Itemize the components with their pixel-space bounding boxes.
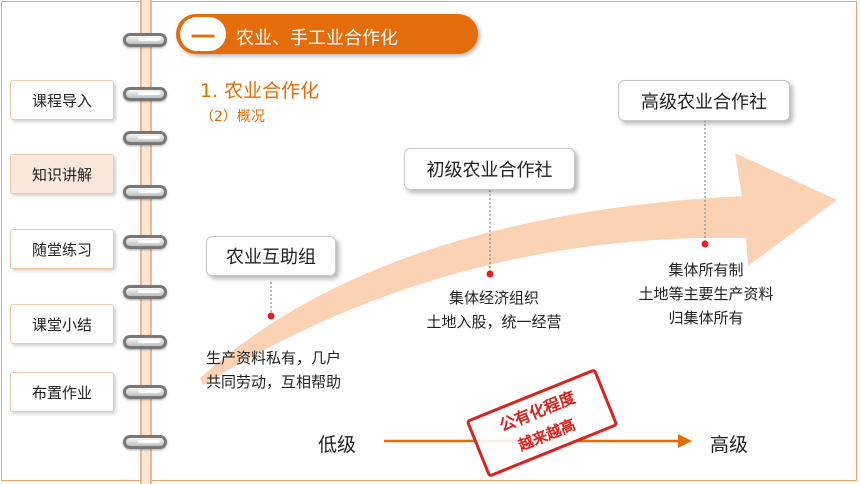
progress-axis-arrowhead [678, 434, 692, 448]
nav-tab-knowledge[interactable]: 知识讲解 [10, 154, 114, 194]
stage-description-primary-coop: 集体经济组织 土地入股，统一经营 [413, 286, 575, 334]
description-line: 归集体所有 [668, 309, 744, 327]
topic-heading: 1. 农业合作化 [200, 80, 320, 102]
binder-ring [123, 33, 167, 47]
nav-tab-homework[interactable]: 布置作业 [10, 372, 114, 412]
stage-point [486, 270, 494, 278]
description-line: 土地等主要生产资料 [638, 285, 774, 303]
stage-point [267, 312, 275, 320]
description-line: 集体经济组织 [448, 289, 539, 307]
axis-label-high: 高级 [710, 434, 749, 456]
binder-ring [123, 131, 167, 145]
binder-ring [123, 87, 167, 101]
stage-box-advanced-coop: 高级农业合作社 [618, 80, 790, 121]
stage-point [701, 240, 709, 248]
stage-description-advanced-coop: 集体所有制 土地等主要生产资料 归集体所有 [616, 258, 796, 330]
nav-tab-course-intro[interactable]: 课程导入 [10, 80, 114, 120]
description-line: 集体所有制 [668, 261, 744, 279]
nav-tab-summary[interactable]: 课堂小结 [10, 304, 114, 344]
growth-arrow [200, 153, 837, 385]
section-number: 一 [180, 17, 226, 51]
description-line: 土地入股，统一经营 [426, 313, 562, 331]
stage-description-mutual-aid: 生产资料私有，几户 共同劳动，互相帮助 [206, 346, 341, 394]
nav-tab-practice[interactable]: 随堂练习 [10, 229, 114, 269]
description-line: 共同劳动，互相帮助 [206, 373, 342, 391]
stage-box-mutual-aid: 农业互助组 [206, 236, 336, 276]
binder-ring [123, 435, 167, 449]
binder-ring [123, 235, 167, 249]
binder-ring [123, 335, 167, 349]
binder-ring [123, 385, 167, 399]
stage-box-primary-coop: 初级农业合作社 [404, 148, 575, 190]
binder-ring [123, 285, 167, 299]
binder-ring [123, 185, 167, 199]
topic-subheading: （2）概况 [200, 109, 265, 125]
axis-label-low: 低级 [318, 434, 357, 456]
section-header [176, 14, 478, 54]
description-line: 生产资料私有，几户 [206, 349, 342, 367]
section-title: 农业、手工业合作化 [236, 28, 398, 49]
